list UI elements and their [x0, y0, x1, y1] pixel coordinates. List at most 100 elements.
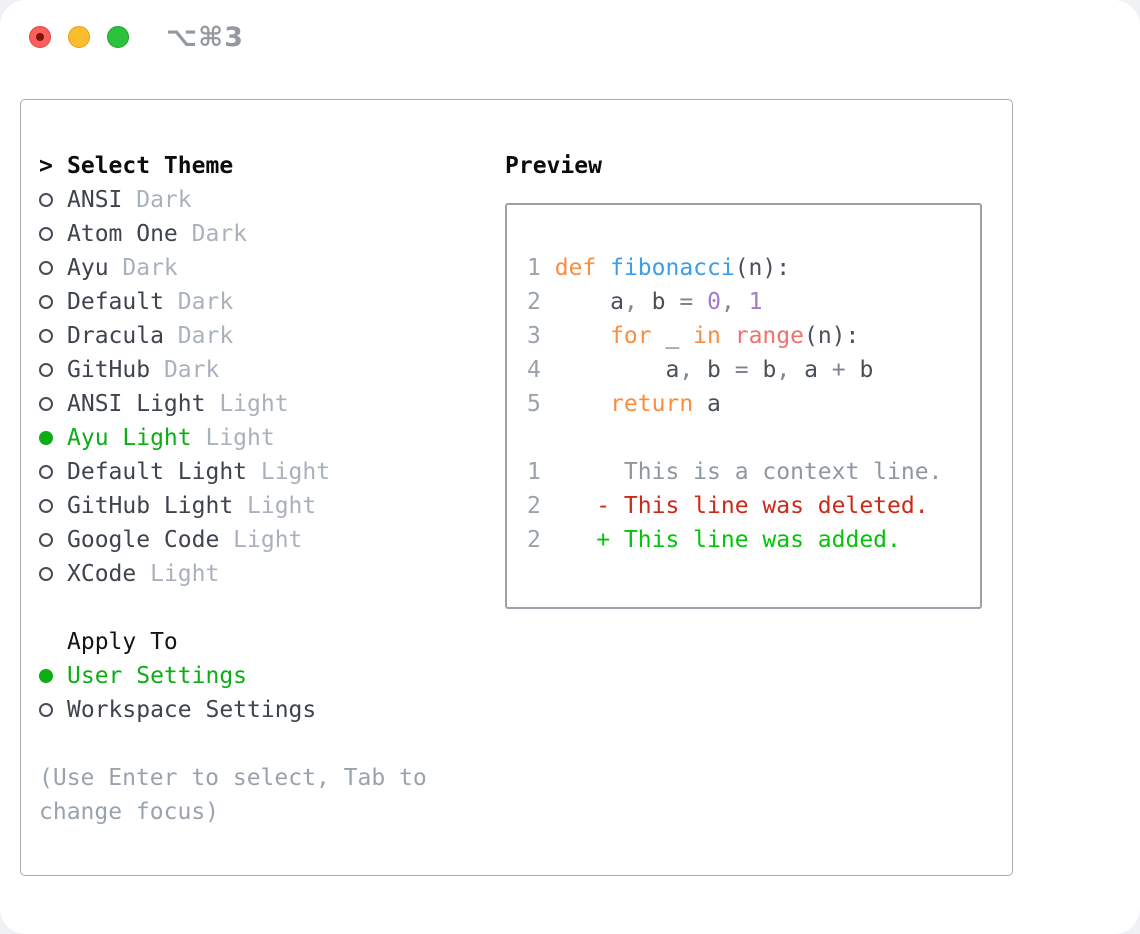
radio-icon — [39, 261, 67, 275]
option-variant: Light — [219, 391, 289, 417]
minimize-button-icon[interactable] — [68, 26, 90, 48]
option-name: GitHub Light — [67, 493, 234, 519]
titlebar: ⌥⌘3 — [0, 0, 1140, 99]
preview-line — [527, 421, 980, 455]
line-number: 2 — [527, 493, 541, 519]
preview-line: 1 This is a context line. — [527, 455, 980, 489]
radio-icon — [39, 669, 67, 683]
window-title: ⌥⌘3 — [166, 22, 244, 53]
unsaved-dot-icon — [36, 33, 44, 41]
apply-option-selected[interactable]: User Settings — [39, 659, 427, 693]
line-number: 5 — [527, 391, 541, 417]
option-name: Default Light — [67, 459, 248, 485]
theme-option[interactable]: Google Code Light — [39, 523, 427, 557]
line-number: 2 — [527, 289, 541, 315]
line-content: a, b = b, a + b — [665, 357, 874, 383]
option-name: ANSI Light — [67, 391, 206, 417]
radio-icon — [39, 499, 67, 513]
option-name: Default — [67, 289, 164, 315]
option-name: GitHub — [67, 357, 151, 383]
close-button-icon[interactable] — [29, 26, 51, 48]
radio-icon — [39, 227, 67, 241]
apply-option[interactable]: Workspace Settings — [39, 693, 427, 727]
theme-option[interactable]: Atom One Dark — [39, 217, 427, 251]
option-name: Dracula — [67, 323, 164, 349]
line-number: 3 — [527, 323, 541, 349]
option-variant: Dark — [163, 357, 220, 383]
radio-icon — [39, 295, 67, 309]
line-content: def fibonacci(n): — [554, 255, 791, 281]
preview-line: 2 a, b = 0, 1 — [527, 285, 980, 319]
line-content: return a — [610, 391, 721, 417]
spacer — [39, 727, 427, 761]
option-variant: Light — [247, 493, 317, 519]
line-content: a, b = 0, 1 — [610, 289, 763, 315]
option-name: Ayu — [67, 255, 109, 281]
radio-icon — [39, 193, 67, 207]
prompt-icon: > — [39, 153, 53, 179]
theme-option[interactable]: GitHub Light Light — [39, 489, 427, 523]
theme-option[interactable]: Default Light Light — [39, 455, 427, 489]
option-name: ANSI — [67, 187, 123, 213]
option-name: Atom One — [67, 221, 178, 247]
theme-list: ANSI Dark Atom One Dark Ayu Dark Default… — [39, 183, 427, 591]
theme-option[interactable]: XCode Light — [39, 557, 427, 591]
theme-option[interactable]: Ayu Dark — [39, 251, 427, 285]
theme-option[interactable]: Default Dark — [39, 285, 427, 319]
option-name: XCode — [67, 561, 137, 587]
preview-line: 5 return a — [527, 387, 980, 421]
line-number: 1 — [527, 459, 541, 485]
option-variant: Dark — [122, 255, 178, 281]
apply-to-header: Apply To — [39, 625, 427, 659]
option-variant: Dark — [177, 289, 234, 315]
line-number: 1 — [527, 255, 541, 281]
theme-list-column: > Select Theme ANSI Dark Atom One Dark A… — [39, 149, 427, 829]
line-content: for _ in range(n): — [610, 323, 860, 349]
preview-line: 2 + This line was added. — [527, 523, 980, 557]
preview-line: 4 a, b = b, a + b — [527, 353, 980, 387]
line-number: 2 — [527, 527, 541, 553]
option-name: Ayu Light — [67, 425, 192, 451]
radio-icon — [39, 329, 67, 343]
line-content: + This line was added. — [554, 527, 901, 553]
theme-option[interactable]: Dracula Dark — [39, 319, 427, 353]
option-variant: Dark — [136, 187, 192, 213]
theme-option-selected[interactable]: Ayu Light Light — [39, 421, 427, 455]
radio-icon — [39, 397, 67, 411]
preview-box: 1 def fibonacci(n): 2 a, b = 0, 1 3 for … — [505, 203, 982, 609]
radio-icon — [39, 533, 67, 547]
line-content: This is a context line. — [554, 459, 943, 485]
select-theme-header: > Select Theme — [39, 149, 427, 183]
window-controls — [29, 26, 129, 48]
preview-column: Preview 1 def fibonacci(n): 2 a, b = 0, … — [505, 149, 982, 609]
preview-line: 3 for _ in range(n): — [527, 319, 980, 353]
option-name: User Settings — [67, 663, 248, 689]
radio-icon — [39, 567, 67, 581]
option-variant: Light — [205, 425, 275, 451]
line-content: - This line was deleted. — [554, 493, 929, 519]
radio-icon — [39, 703, 67, 717]
option-variant: Light — [150, 561, 220, 587]
help-line: change focus) — [39, 799, 220, 825]
zoom-button-icon[interactable] — [107, 26, 129, 48]
spacer — [39, 591, 427, 625]
select-theme-label: Select Theme — [67, 153, 234, 179]
option-variant: Light — [260, 459, 331, 485]
theme-option[interactable]: GitHub Dark — [39, 353, 427, 387]
theme-option[interactable]: ANSI Light Light — [39, 387, 427, 421]
option-name: Google Code — [67, 527, 220, 553]
apply-to-list: User Settings Workspace Settings — [39, 659, 427, 727]
theme-option[interactable]: ANSI Dark — [39, 183, 427, 217]
option-name: Workspace Settings — [67, 697, 317, 723]
line-number: 4 — [527, 357, 541, 383]
apply-to-label: Apply To — [67, 629, 178, 655]
preview-line: 2 - This line was deleted. — [527, 489, 980, 523]
preview-line: 1 def fibonacci(n): — [527, 251, 980, 285]
radio-icon — [39, 363, 67, 377]
radio-icon — [39, 465, 67, 479]
option-variant: Dark — [191, 221, 248, 247]
theme-picker-panel: > Select Theme ANSI Dark Atom One Dark A… — [20, 99, 1013, 876]
option-variant: Dark — [177, 323, 234, 349]
